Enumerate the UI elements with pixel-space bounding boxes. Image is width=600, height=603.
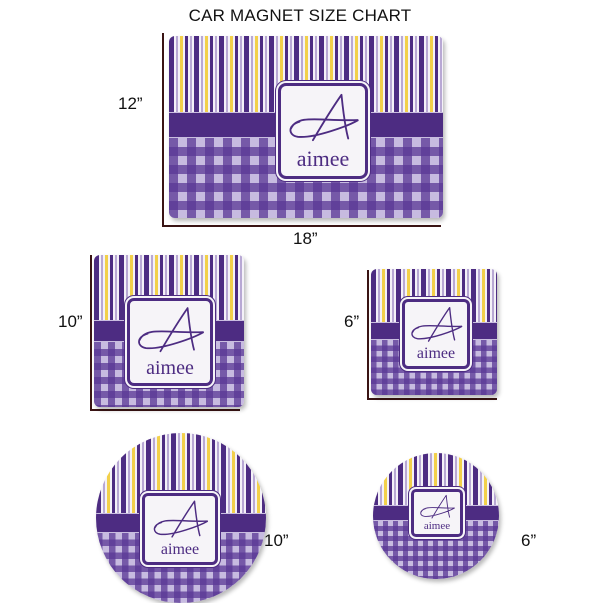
magnet-circle-10: aimee — [96, 433, 266, 603]
page-title: CAR MAGNET SIZE CHART — [188, 6, 412, 25]
monogram-label: aimee — [142, 493, 218, 565]
magnet-circle-6: aimee — [373, 453, 499, 579]
size-label-circle-10: 10” — [264, 531, 289, 550]
gingham-pattern — [94, 342, 244, 407]
height-label-10: 10” — [58, 312, 83, 331]
height-dimension-line — [162, 33, 164, 227]
script-letter-icon — [289, 93, 359, 142]
magnet-square-10: aimee — [94, 255, 244, 407]
height-label-12: 12” — [118, 94, 143, 113]
width-dimension-line — [163, 225, 441, 227]
monogram-label: aimee — [278, 83, 368, 179]
script-letter-icon — [153, 500, 209, 538]
monogram-name: aimee — [146, 357, 194, 379]
magnet-square-6: aimee — [371, 269, 497, 395]
width-label-18: 18” — [293, 229, 318, 248]
width-dimension-line — [367, 398, 497, 400]
height-label-6: 6” — [344, 312, 360, 331]
width-dimension-line — [90, 409, 240, 411]
monogram-label: aimee — [411, 489, 463, 537]
monogram-name: aimee — [160, 541, 200, 558]
height-dimension-line — [367, 270, 369, 400]
monogram-name: aimee — [416, 345, 456, 362]
height-dimension-line — [90, 255, 92, 411]
size-label-circle-6: 6” — [521, 531, 537, 550]
monogram-name: aimee — [296, 146, 350, 171]
monogram-label: aimee — [402, 299, 470, 369]
script-letter-icon — [420, 494, 455, 519]
monogram-name: aimee — [423, 520, 451, 532]
script-letter-icon — [138, 307, 205, 353]
script-letter-icon — [411, 306, 463, 342]
monogram-label: aimee — [127, 298, 213, 386]
magnet-rectangle-18x12: aimee — [169, 36, 443, 218]
